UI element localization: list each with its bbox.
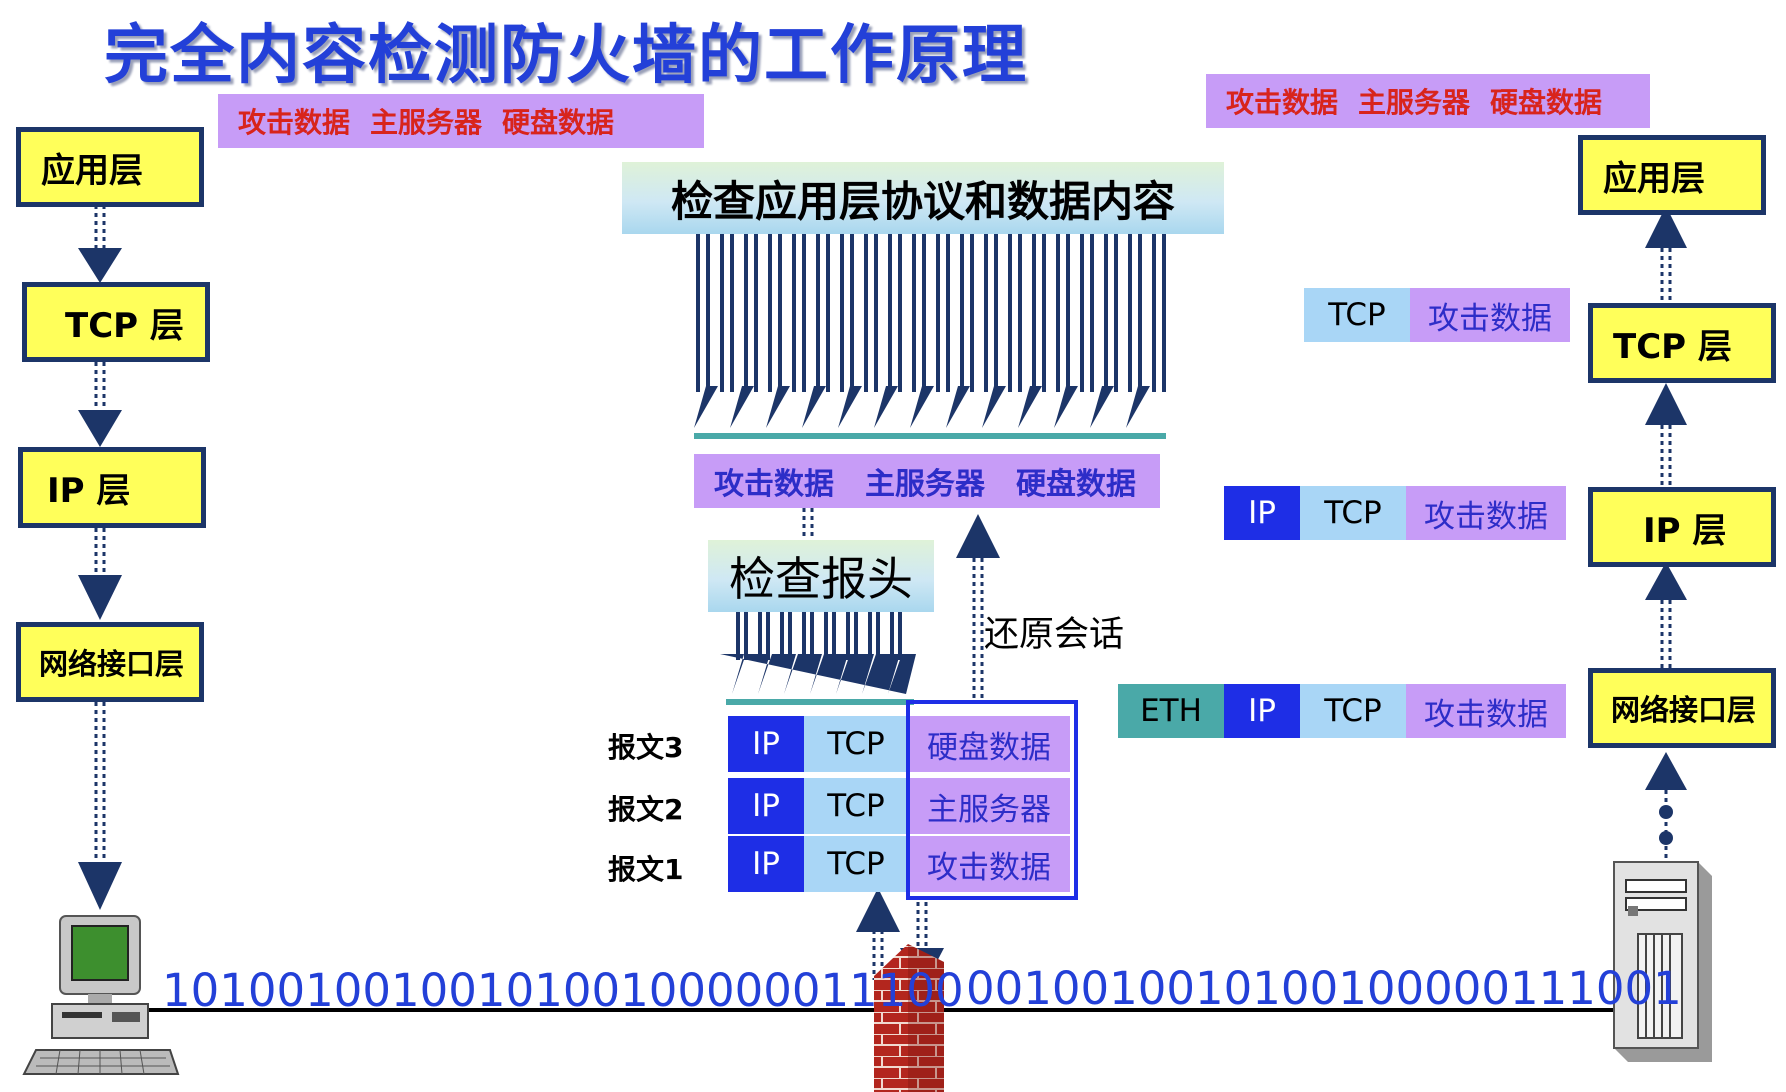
right-eth-row-tcp: TCP <box>1300 684 1406 738</box>
bitstream-left: 1010010010010100100000011100 <box>162 964 964 1017</box>
top-left-data-bar: 攻击数据 主服务器 硬盘数据 <box>218 94 704 148</box>
packet-ip-cell: IP <box>728 778 804 834</box>
right-ip-layer-label: IP 层 <box>1643 510 1727 551</box>
reassembled-data-item: 硬盘数据 <box>1016 467 1136 502</box>
packet-data-cell: 攻击数据 <box>908 836 1070 892</box>
packet-tcp-cell: TCP <box>804 778 908 834</box>
top-right-data-item: 主服务器 <box>1358 86 1471 119</box>
left-net-layer-label: 网络接口层 <box>39 647 185 681</box>
left-app-layer-label: 应用层 <box>41 150 143 191</box>
right-tcp-layer-label: TCP 层 <box>1613 326 1732 367</box>
reassembled-data-bar: 攻击数据 主服务器 硬盘数据 <box>694 454 1160 508</box>
packet-ip-cell: IP <box>728 716 804 772</box>
inspect-header-band: 检查报头 <box>708 540 934 612</box>
reassembled-data-item: 主服务器 <box>865 467 985 502</box>
right-net-layer-label: 网络接口层 <box>1611 693 1757 727</box>
inspect-app-band: 检查应用层协议和数据内容 <box>622 162 1224 234</box>
header-inspect-comb <box>720 612 916 694</box>
bar-to-header-connector <box>802 508 814 540</box>
firewall-wall-icon <box>874 944 944 1092</box>
top-left-data-item: 硬盘数据 <box>502 106 615 139</box>
right-ip-layer: IP 层 <box>1588 487 1776 567</box>
left-tcp-layer: TCP 层 <box>22 282 210 362</box>
packet-tcp-cell: TCP <box>804 716 908 772</box>
packet-data-highlight-frame <box>906 700 1078 900</box>
right-ip-row-tcp: TCP <box>1300 486 1406 540</box>
left-ip-layer: IP 层 <box>18 447 206 528</box>
right-tcp-layer: TCP 层 <box>1588 303 1776 383</box>
packet-label: 报文3 <box>608 731 684 764</box>
restore-session-label: 还原会话 <box>984 615 1125 655</box>
right-eth-row-data: 攻击数据 <box>1406 684 1566 738</box>
right-net-layer: 网络接口层 <box>1588 668 1776 748</box>
packet-label: 报文2 <box>608 793 684 826</box>
packet-tcp-cell: TCP <box>804 836 908 892</box>
packet-label: 报文1 <box>608 853 684 886</box>
packet-ip-cell: IP <box>728 836 804 892</box>
right-ip-row-data: 攻击数据 <box>1406 486 1566 540</box>
right-app-layer-label: 应用层 <box>1603 158 1705 199</box>
reassembled-data-item: 攻击数据 <box>714 467 834 502</box>
server-icon <box>1613 861 1712 1062</box>
right-up-arrows <box>1645 206 1687 862</box>
right-tcp-row-tcp: TCP <box>1304 288 1410 342</box>
right-eth-row-eth: ETH <box>1118 684 1224 738</box>
top-right-data-item: 硬盘数据 <box>1490 86 1603 119</box>
left-net-layer: 网络接口层 <box>16 622 204 702</box>
top-right-data-item: 攻击数据 <box>1226 86 1339 119</box>
top-right-data-bar: 攻击数据 主服务器 硬盘数据 <box>1206 74 1650 128</box>
left-down-arrows <box>78 205 122 910</box>
inspect-header-label: 检查报头 <box>729 552 913 606</box>
computer-icon <box>22 915 180 1075</box>
right-ip-row-ip: IP <box>1224 486 1300 540</box>
right-app-layer: 应用层 <box>1578 135 1766 215</box>
page-title: 完全内容检测防火墙的工作原理 <box>104 19 1028 93</box>
left-ip-layer-label: IP 层 <box>47 471 131 511</box>
app-inspect-comb <box>682 232 1174 428</box>
left-app-layer: 应用层 <box>16 127 204 207</box>
packet-data-cell: 主服务器 <box>908 778 1070 834</box>
top-left-data-item: 攻击数据 <box>238 106 351 139</box>
bitstream-right: 0010010010100100000111001 <box>966 962 1682 1015</box>
left-tcp-layer-label: TCP 层 <box>65 305 184 346</box>
right-tcp-row-data: 攻击数据 <box>1410 288 1570 342</box>
top-left-data-item: 主服务器 <box>370 106 483 139</box>
restore-session-arrow <box>956 514 1000 700</box>
packet-data-cell: 硬盘数据 <box>908 716 1070 772</box>
inspect-app-label: 检查应用层协议和数据内容 <box>670 176 1175 226</box>
right-eth-row-ip: IP <box>1224 684 1300 738</box>
